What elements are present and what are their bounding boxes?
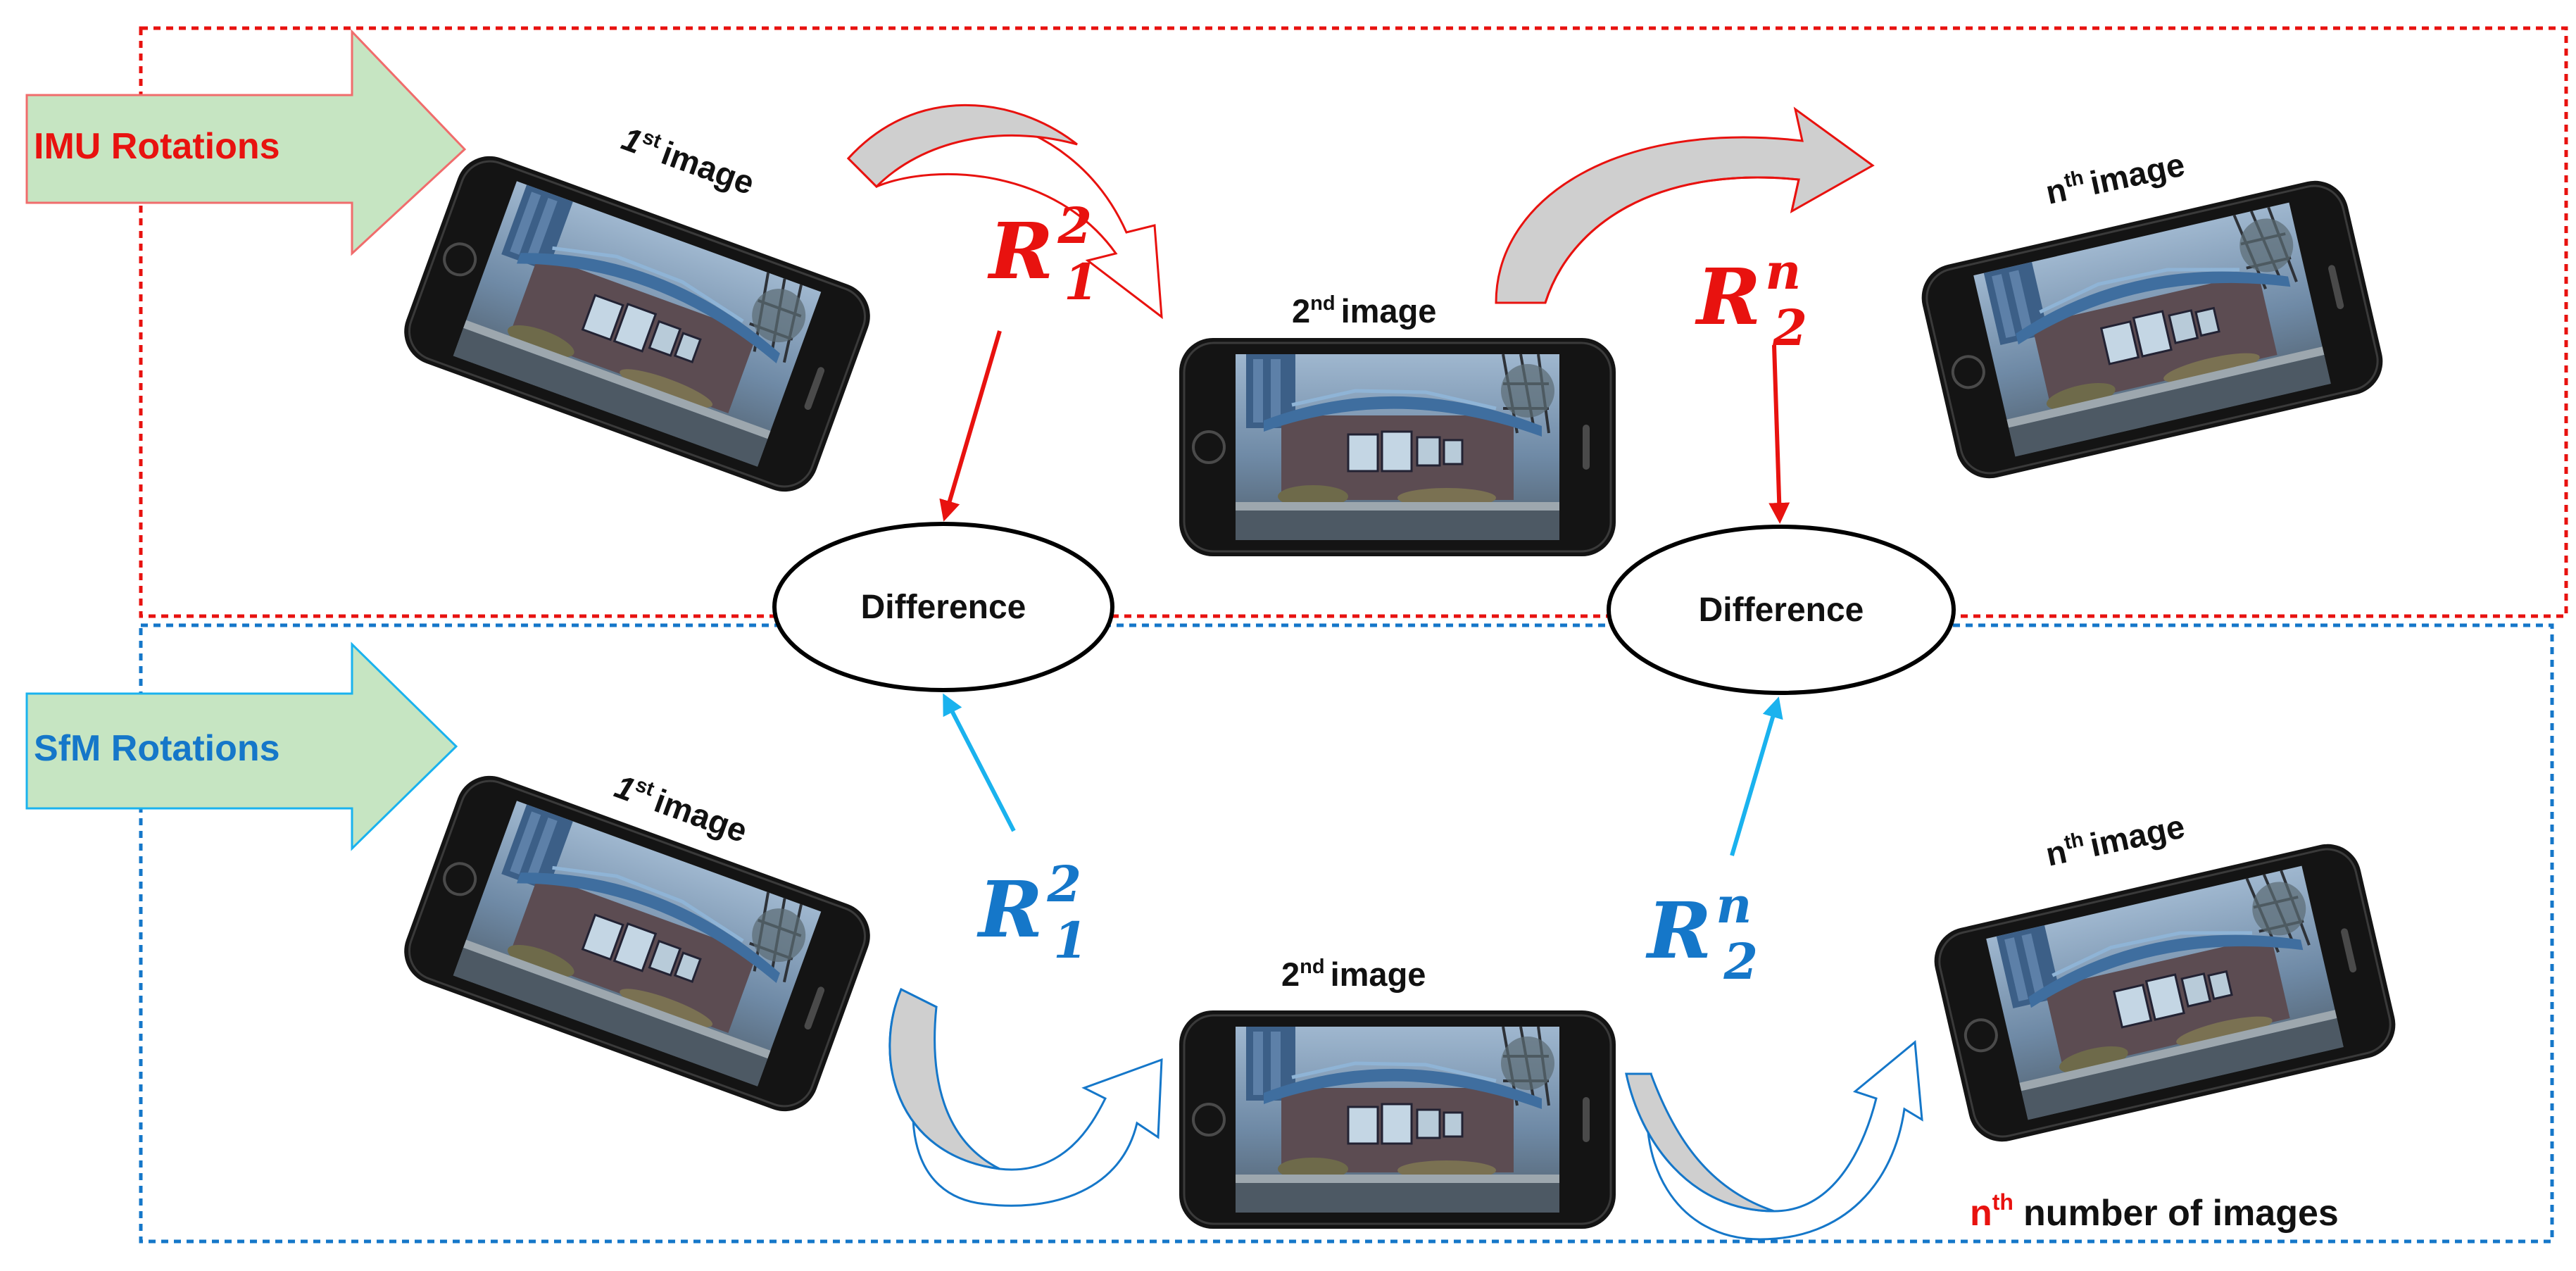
sfm-r2n-to-difference-arrow bbox=[1730, 696, 1783, 856]
sfm-nth-image-phone bbox=[1928, 837, 2402, 1148]
imu-first-image-label: 1stimage bbox=[617, 120, 760, 202]
difference-left-label: Difference bbox=[861, 589, 1026, 626]
sfm-r12-to-difference-arrow bbox=[943, 693, 1016, 832]
imu-section-border bbox=[139, 26, 2568, 618]
sfm-section-border bbox=[139, 623, 2554, 1244]
imu-second-image-phone bbox=[1179, 338, 1616, 556]
imu-r12-to-difference-arrow bbox=[939, 330, 1002, 522]
difference-node-right: Difference bbox=[1607, 525, 1956, 695]
imu-rotations-label: IMU Rotations bbox=[34, 126, 280, 167]
sfm-second-image-phone bbox=[1179, 1010, 1616, 1229]
imu-r2n-to-difference-arrow bbox=[1768, 344, 1790, 524]
imu-rotations-arrow: IMU Rotations bbox=[25, 29, 467, 256]
imu-curved-arrow-2 bbox=[1495, 106, 1875, 304]
sfm-rotations-arrow: SfM Rotations bbox=[25, 641, 458, 851]
sfm-nth-image-label: nthimage bbox=[2042, 807, 2188, 872]
imu-curved-arrow-1 bbox=[846, 104, 1163, 320]
imu-nth-image-label: nthimage bbox=[2042, 145, 2188, 211]
imu-first-image-phone bbox=[395, 146, 880, 501]
sfm-curved-arrow-2 bbox=[1625, 1040, 1923, 1241]
difference-node-left: Difference bbox=[772, 522, 1114, 692]
sfm-rotations-label: SfM Rotations bbox=[34, 728, 280, 769]
sfm-first-image-phone bbox=[395, 766, 880, 1120]
difference-right-label: Difference bbox=[1699, 591, 1864, 629]
sfm-curved-arrow-1 bbox=[888, 987, 1163, 1207]
imu-nth-image-phone bbox=[1915, 174, 2389, 485]
